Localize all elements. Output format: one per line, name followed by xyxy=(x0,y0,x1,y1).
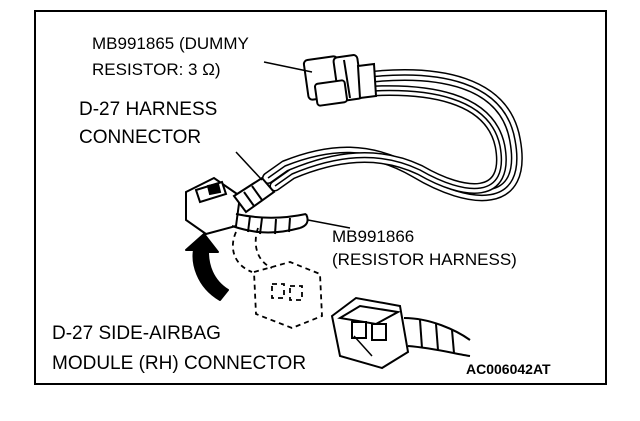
resistor-harness-label-line2: (RESISTOR HARNESS) xyxy=(332,250,517,269)
harness-connector-label-line2: CONNECTOR xyxy=(79,127,202,148)
resistor-harness-wires xyxy=(262,69,523,202)
curved-up-arrow-icon xyxy=(185,233,229,301)
resistor-harness-label-line1: MB991866 xyxy=(332,227,415,246)
dummy-resistor-label-line2: RESISTOR: 3 Ω) xyxy=(92,60,221,79)
vehicle-harness xyxy=(231,213,309,235)
dummy-resistor-connector xyxy=(302,54,378,107)
disconnected-connector-ghost xyxy=(231,227,323,329)
airbag-connector-label-line2: MODULE (RH) CONNECTOR xyxy=(52,353,307,374)
harness-connector-label-line1: D-27 HARNESS xyxy=(79,99,218,120)
dummy-resistor-label-line1: MB991865 (DUMMY xyxy=(92,34,249,53)
figure-border xyxy=(34,10,607,385)
d27-side-airbag-connector xyxy=(330,296,471,370)
figure-code: AC006042AT xyxy=(466,361,551,377)
d27-harness-connector xyxy=(185,176,276,236)
leader-lines xyxy=(235,61,373,357)
airbag-connector-label-line1: D-27 SIDE-AIRBAG xyxy=(52,323,221,344)
